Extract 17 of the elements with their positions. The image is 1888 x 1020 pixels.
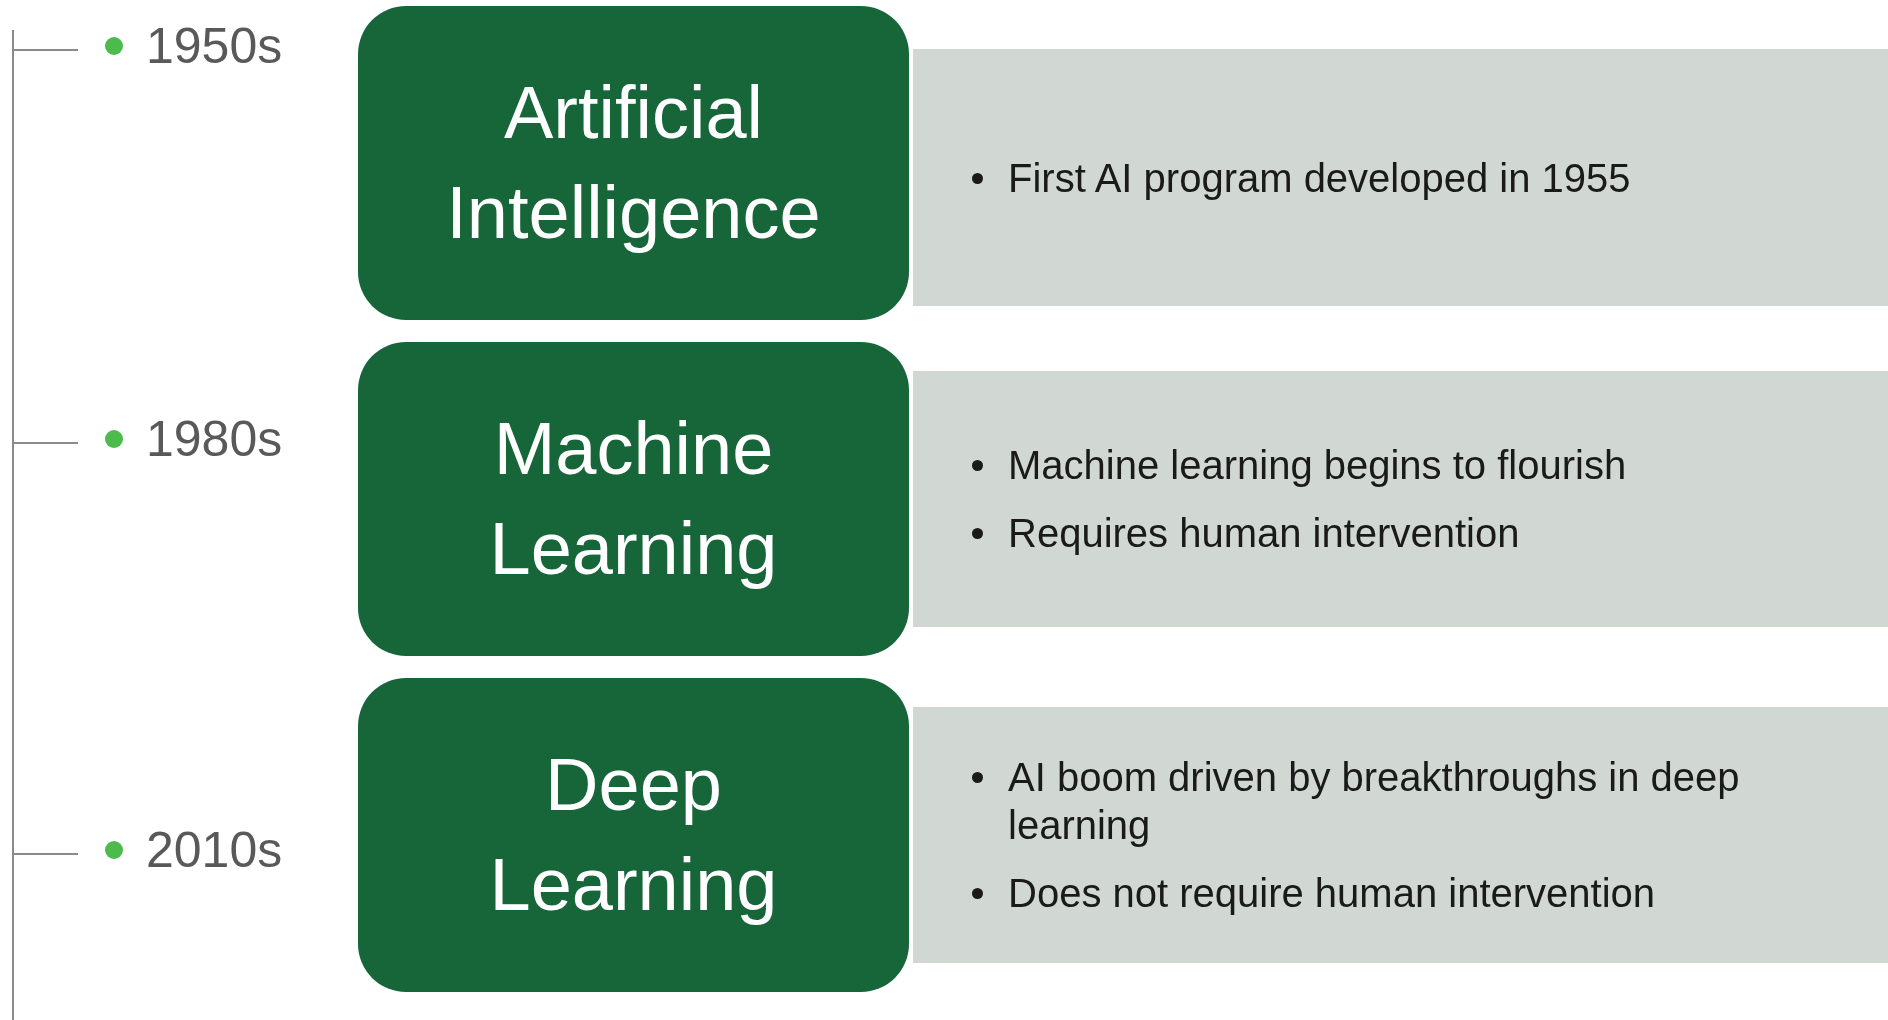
- description-panel: [913, 371, 1888, 627]
- description-panel: [913, 707, 1888, 963]
- bullet-item: Does not require human intervention: [968, 869, 1788, 917]
- stage-box: [358, 6, 909, 320]
- bullet-item: Requires human intervention: [968, 509, 1788, 557]
- year-label: 1980s: [146, 410, 283, 469]
- stage-title: Artificial Intelligence: [445, 70, 822, 256]
- year-label: 2010s: [146, 821, 283, 880]
- description-panel: [913, 49, 1888, 306]
- stage-title: Machine Learning: [488, 406, 779, 592]
- stage-box: [358, 342, 909, 656]
- bullet-item: First AI program developed in 1955: [968, 153, 1788, 202]
- stage-box: [358, 678, 909, 992]
- bullet-item: AI boom driven by breakthroughs in deep learning: [968, 753, 1788, 849]
- stage-title: Deep Learning: [488, 742, 779, 928]
- bullet-item: Machine learning begins to flourish: [968, 441, 1788, 489]
- year-label: 1950s: [146, 17, 283, 76]
